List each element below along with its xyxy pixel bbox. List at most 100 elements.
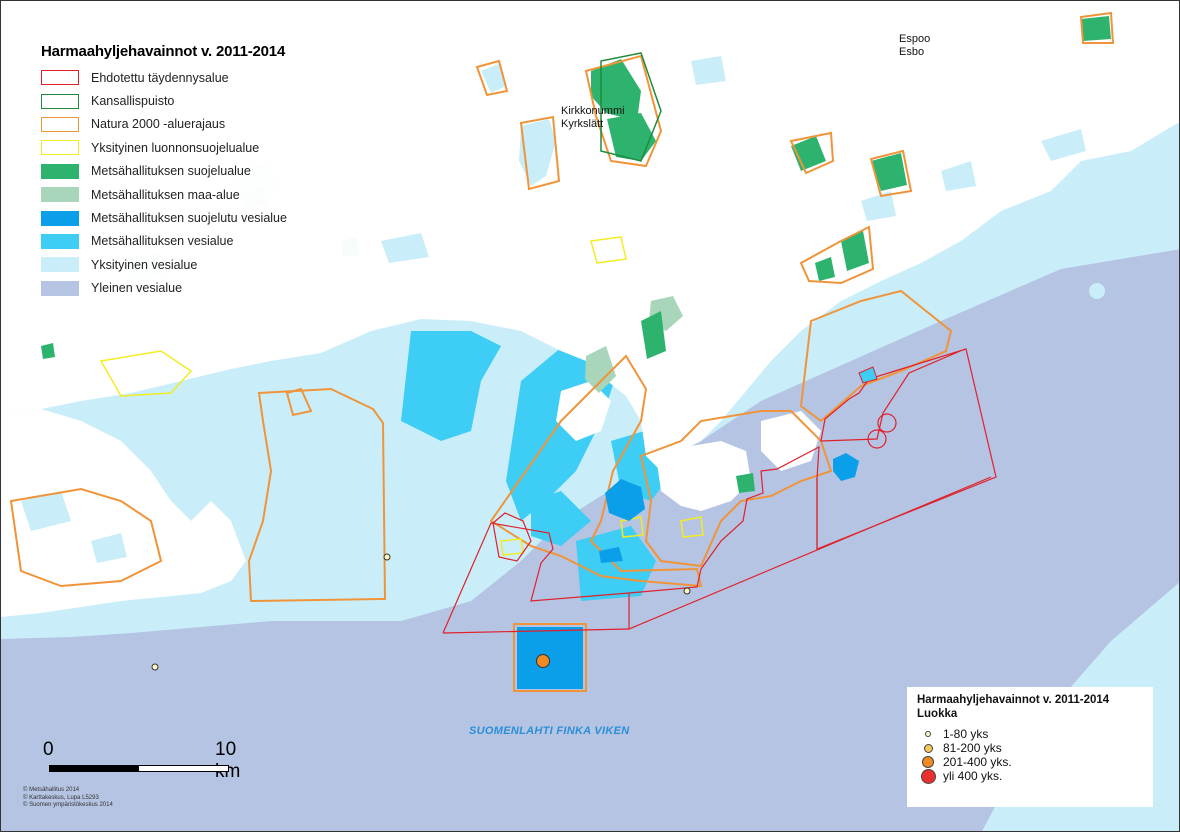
class-symbol [922, 756, 934, 768]
class-legend-title: Harmaahyljehavainnot v. 2011-2014 [917, 694, 1110, 706]
private-protection-areas [99, 236, 704, 556]
class-legend-item: 81-200 yks [917, 741, 1143, 755]
lake [21, 491, 71, 531]
natura-2000-boundaries [9, 11, 1115, 692]
legend-item: Ehdotettu täydennysalue [41, 66, 361, 89]
observation-class-legend: Harmaahyljehavainnot v. 2011-2014 Luokka… [907, 687, 1153, 807]
observation-point[interactable] [151, 663, 159, 671]
scale-start-label: 0 [43, 739, 54, 760]
legend-label: Yksityinen vesialue [91, 257, 198, 272]
protected-water-area [833, 453, 859, 481]
scale-end-label: 10 km [215, 739, 240, 782]
place-label-espoo: Espoo Esbo [899, 33, 930, 59]
national-park-boundary [600, 52, 662, 162]
sea-label: SUOMENLAHTI FINKA VIKEN [469, 725, 630, 737]
map-legend: Harmaahyljehavainnot v. 2011-2014 Ehdote… [31, 37, 369, 308]
protected-water-area [599, 547, 623, 563]
legend-title: Harmaahyljehavainnot v. 2011-2014 [41, 43, 286, 60]
class-legend-subtitle: Luokka [917, 708, 958, 720]
legend-swatch [41, 93, 79, 109]
place-name-finnish: Kirkkonummi [561, 105, 625, 117]
class-legend-item: yli 400 yks. [917, 768, 1143, 784]
lake [381, 233, 429, 263]
legend-item: Metsähallituksen suojelualue [41, 160, 361, 183]
legend-swatch [41, 140, 79, 156]
mh-protected-area [607, 113, 656, 161]
proposed-area-water [858, 366, 878, 384]
mh-protected-area [815, 257, 835, 281]
class-symbol [925, 731, 931, 737]
legend-swatch [41, 280, 79, 296]
lake [941, 161, 976, 191]
credit-line: © Suomen ympäristökeskus 2014 [23, 802, 113, 808]
island-cluster [656, 441, 751, 511]
lake [1041, 129, 1086, 161]
mh-protected-area [641, 311, 666, 359]
legend-label: Kansallispuisto [91, 94, 175, 109]
observation-point[interactable] [383, 553, 391, 561]
credits: © Metsähallitus 2014 © Karttakeskus, Lup… [23, 787, 113, 810]
class-symbol-box [917, 731, 939, 737]
class-symbol [923, 743, 933, 753]
legend-item: Metsähallituksen suojelutu vesialue [41, 206, 361, 229]
class-symbol-box [917, 743, 939, 753]
legend-swatch [41, 70, 79, 86]
place-name-swedish: Kyrkslätt [561, 118, 604, 130]
lake [691, 56, 726, 85]
class-legend-item: 1-80 yks [917, 727, 1143, 741]
legend-item: Natura 2000 -aluerajaus [41, 113, 361, 136]
mh-protected-area [871, 153, 907, 191]
mh-protected-area [1081, 16, 1111, 41]
class-label: 1-80 yks [943, 727, 989, 741]
class-label: 201-400 yks. [943, 755, 1012, 769]
protected-water-area [605, 479, 645, 521]
lake [981, 263, 1015, 287]
credit-line: © Metsähallitus 2014 [23, 787, 80, 793]
mh-land-area [585, 346, 616, 393]
class-symbol-box [917, 756, 939, 768]
mh-protected-area [791, 136, 826, 171]
place-name-finnish: Espoo [899, 33, 931, 45]
legend-label: Metsähallituksen suojelualue [91, 164, 251, 179]
legend-label: Metsähallituksen maa-alue [91, 187, 240, 202]
legend-swatch [41, 187, 79, 203]
place-label-kirkkonummi: Kirkkonummi Kyrkslätt [561, 105, 625, 131]
legend-label: Yleinen vesialue [91, 281, 183, 296]
legend-item: Kansallispuisto [41, 89, 361, 112]
island-cluster [556, 381, 611, 441]
legend-label: Yksityinen luonnonsuojelualue [91, 140, 260, 155]
legend-item: Yksityinen vesialue [41, 253, 361, 276]
class-label: yli 400 yks. [943, 769, 1003, 783]
proposed-supplementary-areas [442, 348, 997, 634]
legend-label: Metsähallituksen vesialue [91, 234, 234, 249]
mh-protected-area [841, 231, 869, 271]
legend-item: Yksityinen luonnonsuojelualue [41, 136, 361, 159]
class-label: 81-200 yks [943, 741, 1002, 755]
west-peninsula [1, 409, 246, 617]
scale-bar-graphic [49, 765, 229, 772]
observation-point[interactable] [683, 587, 691, 595]
class-legend-item: 201-400 yks. [917, 755, 1143, 769]
legend-label: Metsähallituksen suojelutu vesialue [91, 211, 287, 226]
legend-item: Metsähallituksen vesialue [41, 230, 361, 253]
credit-line: © Karttakeskus, Lupa L5293 [23, 794, 99, 801]
lake [91, 533, 127, 563]
scale-bar: 0 10 km [43, 739, 243, 782]
mh-protected-area [41, 343, 55, 359]
mh-water-area [401, 331, 501, 441]
place-name-swedish: Esbo [899, 46, 925, 58]
observation-point[interactable] [536, 654, 550, 668]
lake [481, 63, 506, 93]
legend-label: Ehdotettu täydennysalue [91, 70, 229, 85]
lake [861, 191, 896, 221]
legend-swatch [41, 257, 79, 273]
protected-water-area [517, 627, 583, 689]
legend-swatch [41, 163, 79, 179]
class-symbol [920, 768, 936, 784]
legend-item: Yleinen vesialue [41, 277, 361, 300]
legend-label: Natura 2000 -aluerajaus [91, 117, 226, 132]
legend-swatch [41, 233, 79, 249]
mh-protected-area [736, 473, 755, 493]
